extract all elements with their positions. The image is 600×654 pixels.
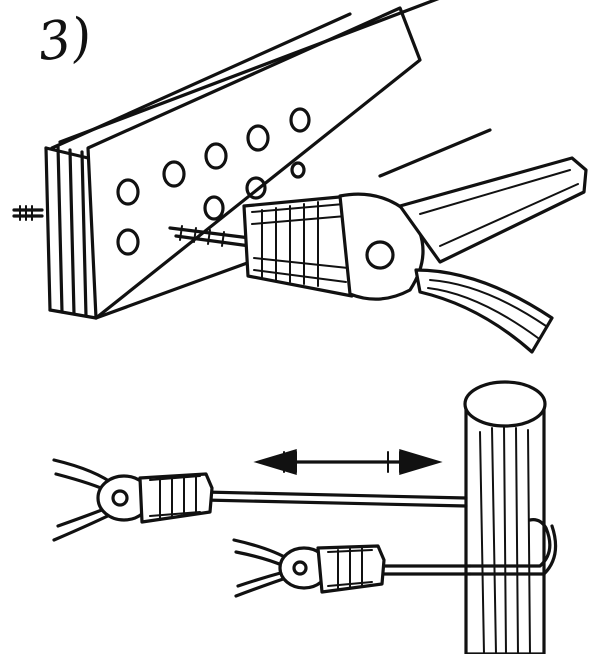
motion-arrow	[253, 448, 443, 476]
pliers-bottom-right	[232, 538, 386, 598]
pliers-top	[168, 156, 588, 354]
wire-upper	[202, 490, 468, 508]
wire-lower	[376, 518, 558, 576]
board-holes	[116, 107, 311, 256]
pliers-bottom-left	[52, 458, 214, 542]
wooden-post	[463, 380, 547, 654]
